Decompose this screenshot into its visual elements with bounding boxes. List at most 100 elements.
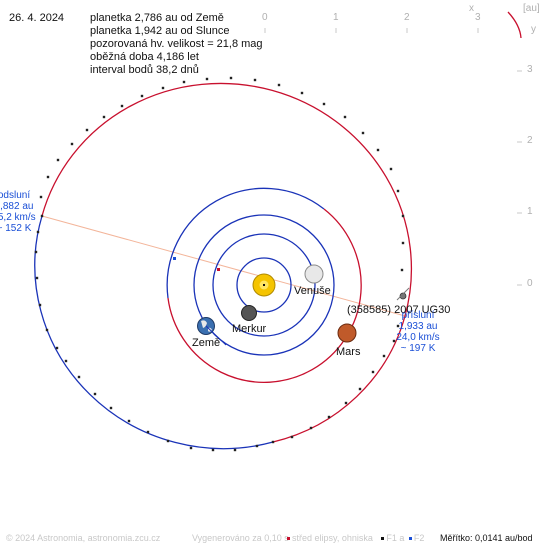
orbit-point [253,78,257,82]
date-label: 26. 4. 2024 [9,12,65,24]
venus-icon [304,264,324,284]
orbit-point [392,339,396,343]
mars-label: Mars [336,346,361,358]
info-distance-earth: planetka 2,786 au od Země [90,12,224,24]
top-axis [264,28,479,33]
orbit-point [56,158,60,162]
orbit-point [233,448,237,452]
orbit-point [166,439,170,443]
orbit-point [358,387,362,391]
orbit-point [36,230,40,234]
apsis-line [41,215,406,317]
aphelion-title: odsluní [0,190,31,201]
asteroid-label: (358585) 2007 UG30 [347,304,451,316]
orbit-point [290,435,294,439]
orbit-point [400,268,404,272]
orbit-point [343,115,347,119]
x-axis-label: x [469,3,474,14]
orbit-point [229,76,233,80]
legend-f2-dot [408,537,412,541]
aphelion-temp: ~ 152 K [0,223,32,234]
y-axis-label: y [531,24,536,35]
aphelion-speed: 15,2 km/s [0,212,36,223]
y-tick-2: 2 [527,135,533,146]
perihelion-distance: 1,933 au [398,321,438,332]
x-tick-2: 2 [404,12,410,23]
orbit-sample-points [34,76,405,452]
y-tick-1: 1 [527,206,533,217]
orbit-point [322,102,326,106]
aphelion-info: odsluní 3,882 au 15,2 km/s ~ 152 K [0,190,38,234]
legend-f1-dot [381,537,385,541]
mars-orbit-red [167,208,362,383]
orbit-point [109,406,113,410]
footer-legend: střed elipsy, ohniska F1 a F2 [285,533,424,543]
legend-center-text: střed elipsy, ohniska [292,533,373,543]
orbit-point [35,276,39,280]
orbit-point [161,86,165,90]
orbit-point [382,354,386,358]
orbit-point [127,419,131,423]
info-point-interval: interval bodů 38,2 dnů [90,64,199,76]
x-tick-1: 1 [333,12,339,23]
footer-generated: Vygenerováno za 0,10 s [192,533,289,543]
orbit-point [344,401,348,405]
orbit-point [85,128,89,132]
orbit-point [146,430,150,434]
orbit-point [182,80,186,84]
line-of-sight [205,325,227,346]
orbit-point [189,446,193,450]
orbit-point [401,241,405,245]
orbit-point [102,115,106,119]
asteroid-orbit-red [41,82,413,443]
info-panel: planetka 2,786 au od Země planetka 1,942… [90,12,263,77]
earth-label: Země [192,337,221,349]
scale-label: Měřítko: 0,0141 au/bod [440,533,533,543]
mars-icon [337,323,357,343]
aphelion-distance: 3,882 au [0,201,34,212]
orbit-point [396,189,400,193]
focus-f2-marker [173,257,176,260]
unit-label: [au] [523,3,540,14]
orbit-point [309,426,313,430]
orbit-point [277,83,281,87]
orbit-point [361,131,365,135]
perihelion-title: přísluní [401,310,435,321]
orbit-point [39,195,43,199]
perihelion-info: přísluní 1,933 au 24,0 km/s ~ 197 K [394,310,442,354]
orbit-point [140,94,144,98]
orbit-point [300,91,304,95]
mercury-label: Merkur [232,323,267,335]
x-tick-0: 0 [262,12,268,23]
mercury-orbit [236,257,292,313]
orbit-point [77,375,81,379]
x-tick-3: 3 [475,12,481,23]
orbit-point [396,324,400,328]
footer-copyright: © 2024 Astronomia, astronomia.zcu.cz [6,533,161,543]
asteroid-icon [399,292,407,300]
orbit-point [376,148,380,152]
orbit-point [38,303,42,307]
orbit-point [46,175,50,179]
venus-orbit [212,233,316,337]
asteroid-orbit-blue [34,215,274,450]
legend-f1-text: F1 a [386,533,405,543]
orbit-point [371,370,375,374]
info-period: oběžná doba 4,186 let [90,51,199,63]
perihelion-speed: 24,0 km/s [396,332,440,343]
orbit-point [64,359,68,363]
orbit-point [70,142,74,146]
mercury-icon [241,305,257,321]
ellipse-center-marker [217,268,220,271]
legend-f2-text: F2 [413,533,425,543]
orbit-point [401,214,405,218]
orbit-point [93,392,97,396]
legend-center-dot [287,537,290,541]
orbit-fragment [507,11,522,39]
orbit-point [34,250,38,254]
orbit-point [271,440,275,444]
right-axis [517,70,522,286]
orbit-point [211,448,215,452]
